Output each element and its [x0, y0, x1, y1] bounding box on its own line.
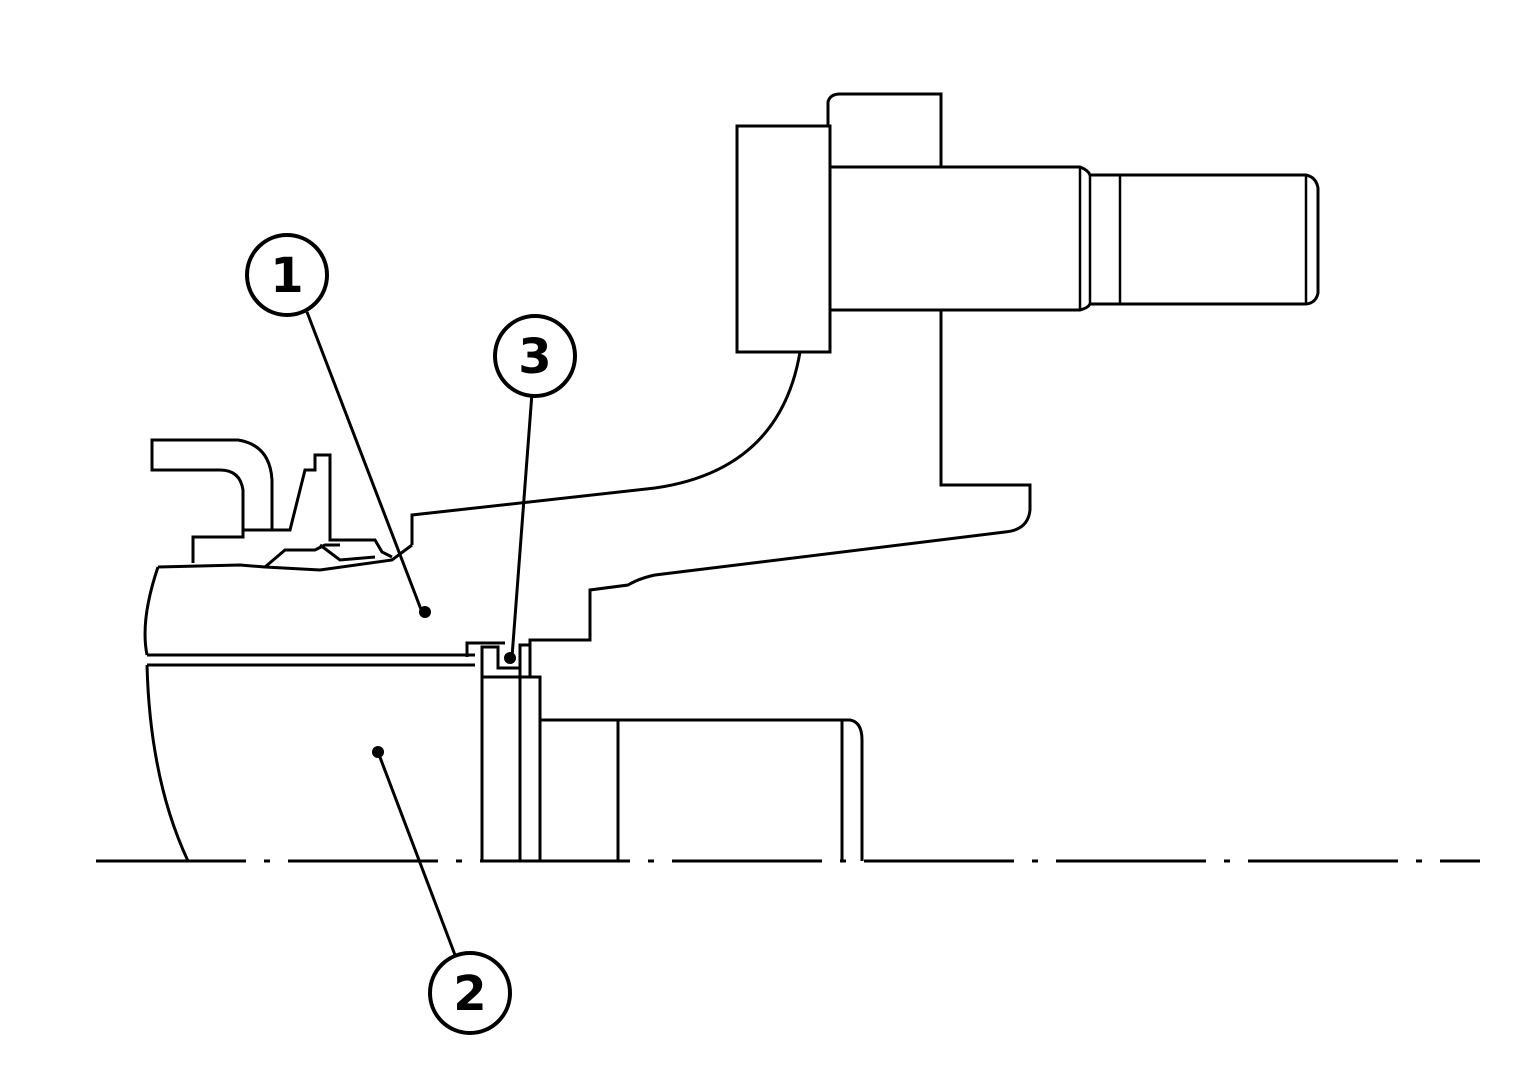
leader-line-3	[510, 392, 534, 658]
callout-1-label: 1	[270, 248, 303, 304]
mounting-bracket	[410, 92, 1320, 645]
leader-dot-2	[372, 746, 384, 758]
leader-line-1	[305, 311, 424, 613]
callout-3-label: 3	[518, 329, 551, 385]
leader-dot-1	[419, 606, 431, 618]
wire-clip	[150, 438, 393, 569]
callout-1: 1	[245, 233, 329, 317]
leader-line-2	[376, 751, 457, 956]
housing-part-1	[143, 543, 505, 862]
callout-2-label: 2	[453, 966, 486, 1022]
leader-dot-3	[504, 652, 516, 664]
seal-part-3	[480, 643, 864, 861]
callout-3: 3	[493, 314, 577, 398]
callout-2: 2	[428, 951, 512, 1035]
